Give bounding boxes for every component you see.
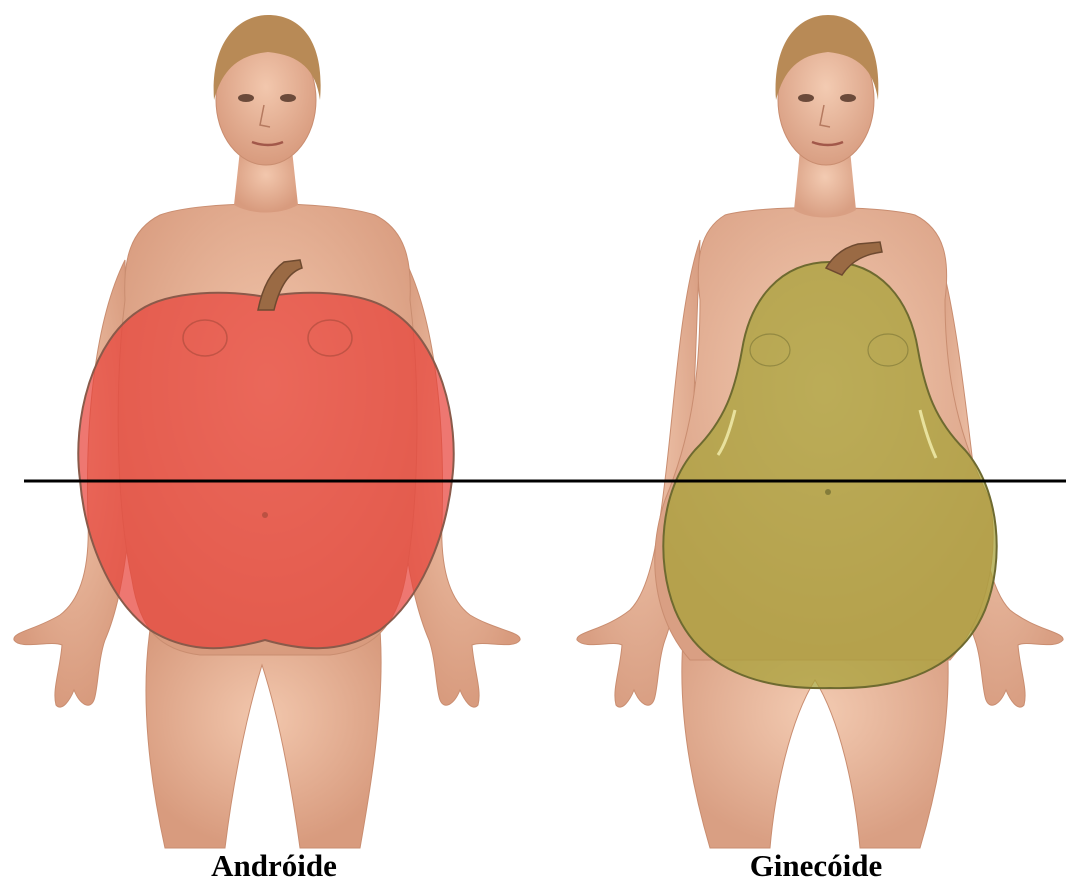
android-label: Andróide [124, 848, 424, 884]
gynoid-head [776, 15, 879, 165]
android-head [214, 15, 321, 165]
android-legs [146, 630, 381, 848]
gynoid-label: Ginecóide [666, 848, 966, 884]
apple-overlay [78, 293, 453, 648]
android-figure [14, 15, 520, 848]
gynoid-figure [577, 15, 1063, 848]
